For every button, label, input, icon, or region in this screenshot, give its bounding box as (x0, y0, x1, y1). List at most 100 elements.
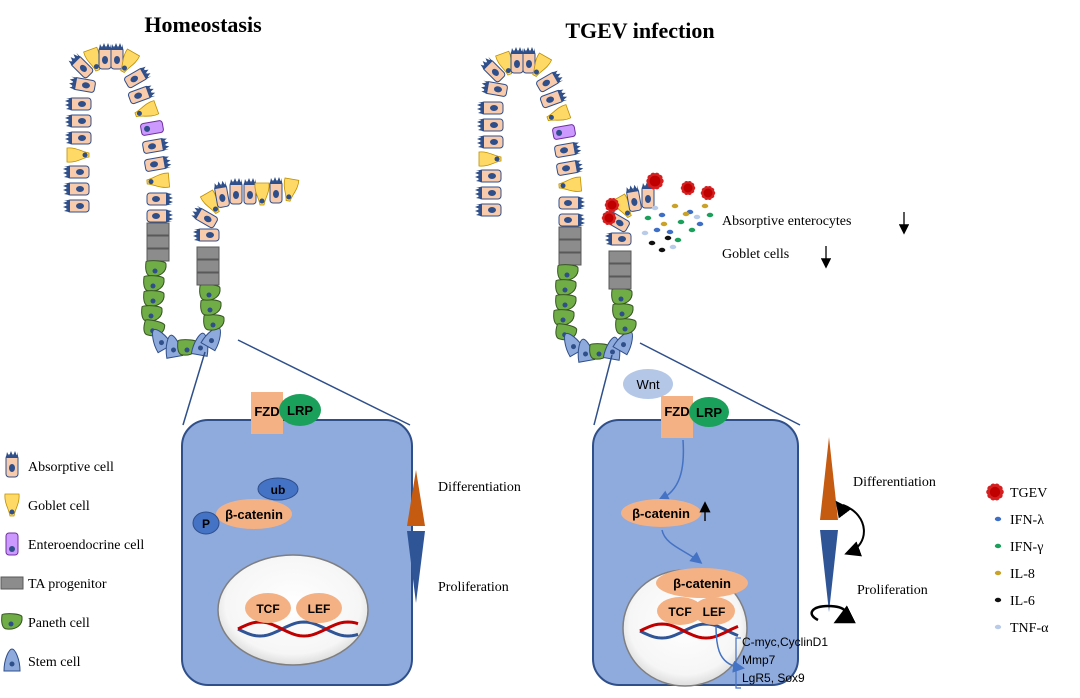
cell-body (558, 226, 582, 240)
cell-body (608, 263, 632, 277)
nucleus-dot (76, 203, 84, 209)
nucleus-dot (491, 68, 499, 76)
proliferation-label: Proliferation (438, 580, 509, 595)
legend-label-stem: Stem cell (28, 655, 81, 670)
nucleus-dot (144, 125, 151, 132)
absorptive-cell (475, 186, 502, 200)
absorptive-cell (63, 165, 90, 179)
feedback-arrow-tip (835, 500, 852, 519)
nucleus-dot (150, 161, 159, 168)
cell-body (146, 172, 170, 188)
cytokine-dot (706, 212, 714, 218)
nucleus-dot (184, 347, 190, 353)
microvilli (111, 43, 123, 50)
crypt-villus-infection (475, 47, 655, 363)
nucleus-dot (542, 79, 551, 87)
nucleus-dot (93, 64, 99, 70)
microvilli (214, 180, 227, 190)
virus-core (604, 213, 614, 223)
nucleus-dot (596, 351, 602, 357)
microvilli (557, 89, 568, 102)
absorptive-cell (475, 203, 502, 217)
nucleus-dot (209, 338, 214, 344)
cytokine-dot (674, 237, 682, 243)
lrp-label: LRP (696, 405, 722, 420)
ta-cell (196, 272, 220, 286)
tgev-virus-icon (601, 210, 617, 226)
dna-strand (639, 622, 739, 640)
cell-body (199, 284, 221, 301)
beta-catenin-cytoplasm (621, 499, 701, 527)
cell-body (1, 613, 23, 630)
nucleus-dot (618, 296, 624, 302)
nucleus-dot (203, 215, 212, 223)
goblet-cell (4, 493, 20, 517)
microvilli (477, 119, 484, 131)
nucleus-dot (619, 311, 625, 317)
microvilli (244, 178, 256, 185)
absorptive-cell (146, 192, 173, 206)
cell-homeostasis: TCF LEF FZD LRP ub β-catenin P (181, 392, 413, 686)
nucleus-dot (273, 190, 279, 198)
goblet-cell (146, 172, 170, 188)
nucleus-dot (152, 196, 160, 202)
absorptive-cell (477, 135, 504, 149)
virus-core (607, 200, 617, 210)
ta-cell (558, 226, 582, 240)
nucleus-dot (122, 65, 127, 71)
microvilli (230, 178, 242, 185)
cell-body (555, 279, 577, 296)
nucleus-dot (159, 340, 164, 346)
tgev-virus-icon (700, 185, 716, 201)
nucleus-dot (556, 129, 563, 136)
dna-strand (639, 622, 739, 640)
nucleus-dot (134, 92, 143, 99)
beta-catenin-nuclear (656, 568, 748, 598)
nucleus-dot (102, 56, 108, 64)
cytokine-dot (648, 240, 656, 246)
absorptive-cell (480, 56, 506, 83)
ta-cell (608, 250, 632, 264)
title-homeostasis: Homeostasis (144, 12, 262, 37)
goblet-cell (283, 177, 300, 202)
microvilli (69, 76, 78, 90)
stem-cell (3, 648, 21, 672)
cell-body (615, 318, 637, 335)
enteroendocrine-cell (140, 120, 164, 136)
legend-label-enteroendocrine: Enteroendocrine cell (28, 538, 144, 553)
lef-label: LEF (308, 602, 331, 616)
nucleus-dot (247, 191, 253, 199)
microvilli (99, 43, 111, 50)
nucleus-dot (286, 194, 292, 200)
legend-factor-label: IL-8 (1010, 567, 1035, 582)
tcf-label: TCF (668, 605, 691, 619)
cell-body (558, 239, 582, 253)
nuclear-beta-catenin-label: β-catenin (673, 576, 731, 591)
lrp-receptor (279, 394, 321, 426)
absorptive-cell (481, 80, 508, 97)
microvilli (578, 214, 585, 226)
cell-body (146, 235, 170, 249)
absorptive-cell (68, 52, 94, 79)
cytokine-dot (682, 211, 690, 217)
virus-core (989, 486, 1001, 498)
ta-cell (146, 248, 170, 262)
differentiation-arrow (820, 437, 838, 520)
ta-cell (608, 276, 632, 290)
microvilli (63, 200, 70, 212)
cell-infection: β-catenin TCF LEF Wnt FZD LRP β-catenin … (592, 369, 828, 689)
enteroendocrine-cell (552, 124, 576, 140)
target-bracket (735, 637, 741, 689)
cytokine-dot (658, 247, 666, 253)
microvilli (65, 115, 72, 127)
goblet-cell (254, 182, 270, 206)
nucleus-dot (562, 302, 568, 308)
microvilli (475, 170, 482, 182)
nucleus-dot (9, 509, 15, 515)
dna-strand (237, 620, 359, 638)
nucleus-dot (609, 349, 615, 355)
cell-body (557, 264, 579, 281)
cell-body (555, 294, 577, 311)
nucleus-dot (78, 118, 86, 124)
